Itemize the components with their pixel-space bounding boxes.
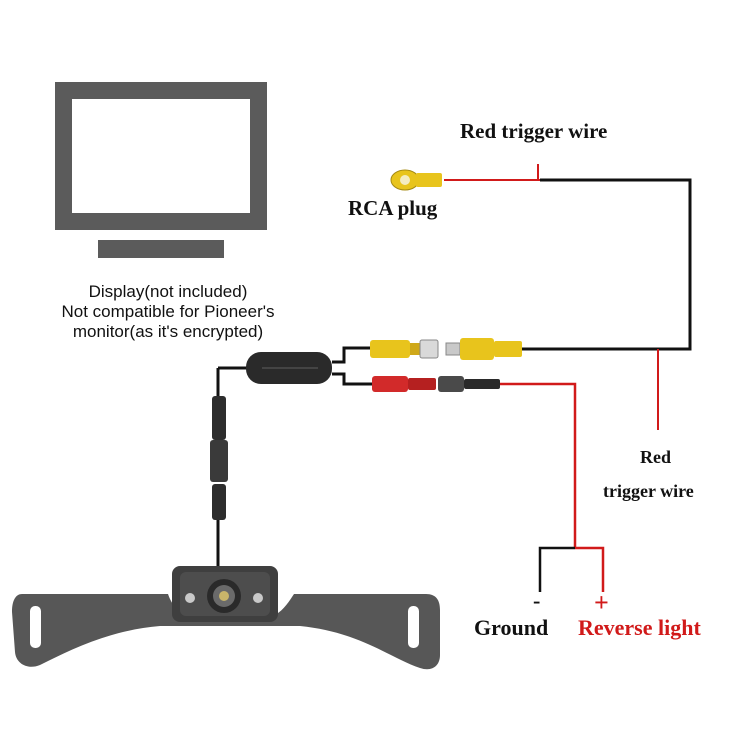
rca-yellow-male-connector <box>445 338 522 360</box>
video-cable <box>444 164 692 430</box>
bracket-slot-left <box>30 606 41 648</box>
label-red-trigger-side-line1: Red <box>640 447 671 467</box>
display-caption-line3: monitor(as it's encrypted) <box>72 322 264 341</box>
display-caption-line2: Not compatible for Pioneer's <box>61 302 275 321</box>
label-reverse-light: Reverse light <box>578 615 701 640</box>
monitor-icon <box>55 82 267 258</box>
label-reverse-sign: + <box>594 588 609 617</box>
rca-yellow-female-connector <box>370 339 439 359</box>
label-red-trigger-wire-top: Red trigger wire <box>460 119 608 143</box>
camera-led-left <box>185 593 195 603</box>
rca-plug-icon <box>390 169 442 191</box>
display-caption-line1: Display(not included) <box>88 282 248 301</box>
label-rca-plug: RCA plug <box>348 196 438 220</box>
splitter-wires <box>332 346 372 386</box>
splitter-box <box>246 352 332 384</box>
power-wire <box>500 382 605 592</box>
bracket-slot-right <box>408 606 419 648</box>
power-connector <box>372 376 500 392</box>
label-ground-sign: - <box>533 588 541 613</box>
camera-cable <box>210 366 248 566</box>
camera-icon <box>172 566 278 622</box>
label-red-trigger-side-line2: trigger wire <box>603 481 694 501</box>
display-caption: Display(not included) Not compatible for… <box>18 282 318 342</box>
camera-led-right <box>253 593 263 603</box>
camera-bracket <box>12 594 440 670</box>
label-ground: Ground <box>474 615 549 640</box>
